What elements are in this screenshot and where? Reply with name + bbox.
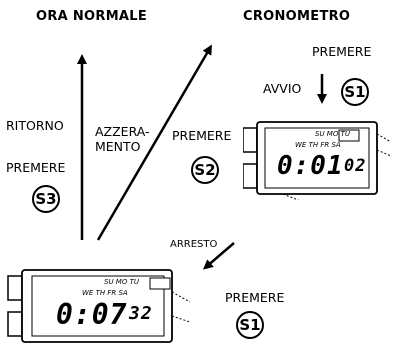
watch-outline	[7, 269, 191, 343]
button-s3-icon: S3	[32, 185, 60, 213]
arresto-arrow	[202, 242, 235, 270]
label-premere-s1-bottom: PREMERE	[225, 290, 285, 305]
watch-bottom-days-row1: SU MO TU	[104, 278, 139, 286]
watch-chronometer-stopped: SU MO TU WE TH FR SA 0:07 32	[4, 268, 194, 345]
label-avvio: AVVIO	[263, 81, 302, 96]
watch-chronometer-running: SU MO TU WE TH FR SA 0:01 02	[243, 120, 391, 200]
watch-bottom-time-small: 32	[129, 303, 153, 324]
watch-bottom-days-row2: WE TH FR SA	[82, 289, 128, 297]
label-premere-s3: PREMERE	[6, 160, 66, 175]
label-azzeramento-1: AZZERA-	[95, 124, 150, 139]
header-cronometro: CRONOMETRO	[243, 9, 351, 24]
button-s1-bottom-icon: S1	[236, 311, 264, 339]
header-ora-normale: ORA NORMALE	[36, 9, 148, 24]
watch-top-time-small: 02	[344, 156, 367, 176]
label-ritorno: RITORNO	[6, 118, 64, 133]
label-premere-s2: PREMERE	[172, 128, 232, 143]
button-s1-top-icon: S1	[341, 78, 369, 106]
watch-bottom-time-main: 0:07	[56, 298, 128, 331]
label-azzeramento-2: MENTO	[95, 139, 141, 154]
watch-top-time-main: 0:01	[277, 151, 344, 181]
watch-outline	[243, 121, 391, 200]
button-s2-icon: S2	[191, 156, 219, 184]
watch-top-days-row1: SU MO TU	[315, 130, 350, 138]
label-premere-s1-top: PREMERE	[312, 44, 372, 59]
azzeramento-arrow	[96, 44, 213, 241]
watch-top-days-row2: WE TH FR SA	[295, 141, 341, 149]
label-arresto: ARRESTO	[170, 239, 218, 250]
